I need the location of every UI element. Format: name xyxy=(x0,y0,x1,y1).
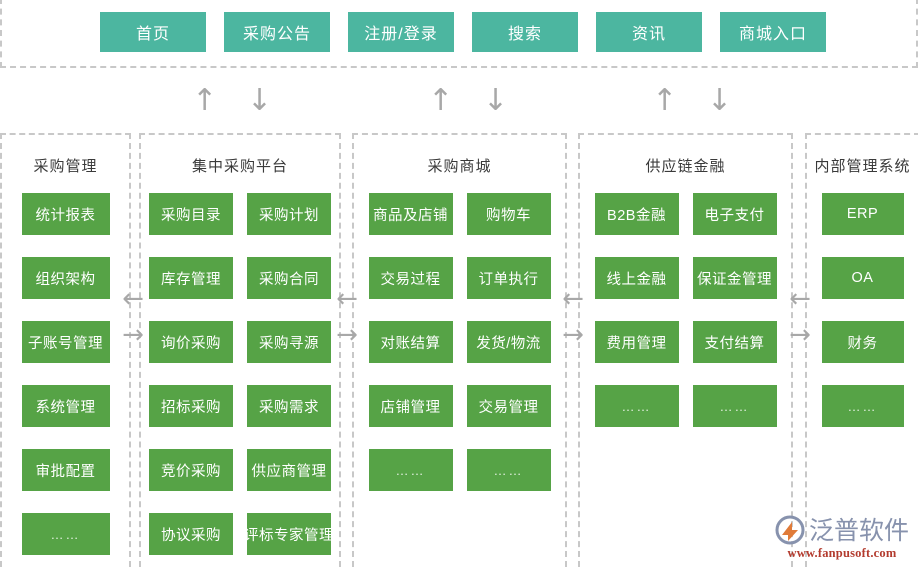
tile-org-structure[interactable]: 组织架构 xyxy=(21,257,110,299)
column-tile-grid: 统计报表 组织架构 子账号管理 系统管理 审批配置 …… xyxy=(2,193,129,555)
vertical-arrow-group-2: ↑ ↓ xyxy=(428,80,508,122)
tile-transaction-management[interactable]: 交易管理 xyxy=(466,385,551,427)
tile-bidding-purchase[interactable]: 招标采购 xyxy=(149,385,233,427)
tile-electronic-payment[interactable]: 电子支付 xyxy=(692,193,777,235)
tile-subcolumn: 购物车 订单执行 发货/物流 交易管理 …… xyxy=(466,193,551,491)
fanpu-logo-icon xyxy=(775,515,805,545)
tile-erp[interactable]: ERP xyxy=(821,193,904,235)
tile-expense-management[interactable]: 费用管理 xyxy=(594,321,679,363)
column-tile-grid: 采购目录 库存管理 询价采购 招标采购 竞价采购 协议采购 采购计划 采购合同 … xyxy=(141,193,339,555)
tile-subcolumn: 商品及店铺 交易过程 对账结算 店铺管理 …… xyxy=(368,193,453,491)
tile-approval-config[interactable]: 审批配置 xyxy=(21,449,110,491)
arrow-down-icon: ↓ xyxy=(482,83,508,118)
arrow-up-icon: ↑ xyxy=(192,83,218,118)
column-tile-grid: ERP OA 财务 …… xyxy=(807,193,918,427)
tile-agreement-purchase[interactable]: 协议采购 xyxy=(149,513,233,555)
portal-button-register-login[interactable]: 注册/登录 xyxy=(348,12,454,52)
tile-deposit-management[interactable]: 保证金管理 xyxy=(692,257,777,299)
arrow-right-icon: → xyxy=(562,320,584,350)
tile-products-and-shops[interactable]: 商品及店铺 xyxy=(368,193,453,235)
tile-payment-settlement[interactable]: 支付结算 xyxy=(692,321,777,363)
arrow-down-icon: ↓ xyxy=(246,83,272,118)
column-title: 集中采购平台 xyxy=(191,158,288,175)
tile-b2b-finance[interactable]: B2B金融 xyxy=(594,193,679,235)
portal-button-home[interactable]: 首页 xyxy=(100,12,206,52)
horizontal-arrow-group-2: ← → xyxy=(330,286,364,348)
column-title: 供应链金融 xyxy=(645,158,726,175)
portal-button-mall-entry[interactable]: 商城入口 xyxy=(720,12,826,52)
tile-subcolumn: 采购计划 采购合同 采购寻源 采购需求 供应商管理 评标专家管理 xyxy=(244,193,334,555)
portal-button-purchase-notice[interactable]: 采购公告 xyxy=(224,12,330,52)
tile-subcolumn: 采购目录 库存管理 询价采购 招标采购 竞价采购 协议采购 xyxy=(149,193,233,555)
tile-auction-purchase[interactable]: 竞价采购 xyxy=(149,449,233,491)
tile-subaccount-management[interactable]: 子账号管理 xyxy=(21,321,110,363)
arrow-up-icon: ↑ xyxy=(428,83,454,118)
tile-more[interactable]: …… xyxy=(21,513,110,555)
tile-oa[interactable]: OA xyxy=(821,257,904,299)
tile-inquiry-purchase[interactable]: 询价采购 xyxy=(149,321,233,363)
arrow-left-icon: ← xyxy=(122,284,144,314)
column-internal-management-system: 内部管理系统 ERP OA 财务 …… xyxy=(805,133,918,567)
column-supply-chain-finance: 供应链金融 B2B金融 线上金融 费用管理 …… 电子支付 保证金管理 支付结算… xyxy=(578,133,793,567)
column-purchase-mall: 采购商城 商品及店铺 交易过程 对账结算 店铺管理 …… 购物车 订单执行 发货… xyxy=(352,133,567,567)
tile-more[interactable]: …… xyxy=(368,449,453,491)
arrow-right-icon: → xyxy=(336,320,358,350)
tile-more[interactable]: …… xyxy=(594,385,679,427)
tile-statistics-report[interactable]: 统计报表 xyxy=(21,193,110,235)
horizontal-arrow-group-1: ← → xyxy=(116,286,150,348)
arrow-right-icon: → xyxy=(122,320,144,350)
arrow-left-icon: ← xyxy=(562,284,584,314)
watermark-brand-text: 泛普软件 xyxy=(808,515,909,545)
column-procurement-management: 采购管理 统计报表 组织架构 子账号管理 系统管理 审批配置 …… xyxy=(0,133,131,567)
arrow-left-icon: ← xyxy=(336,284,358,314)
vertical-arrow-group-1: ↑ ↓ xyxy=(192,80,272,122)
tile-purchase-sourcing[interactable]: 采购寻源 xyxy=(247,321,331,363)
tile-reconciliation-settlement[interactable]: 对账结算 xyxy=(368,321,453,363)
portal-entry-bar: 首页 采购公告 注册/登录 搜索 资讯 商城入口 xyxy=(0,0,918,68)
arrow-down-icon: ↓ xyxy=(706,83,732,118)
tile-subcolumn: 统计报表 组织架构 子账号管理 系统管理 审批配置 …… xyxy=(21,193,110,555)
column-centralized-purchasing-platform: 集中采购平台 采购目录 库存管理 询价采购 招标采购 竞价采购 协议采购 采购计… xyxy=(139,133,341,567)
tile-shopping-cart[interactable]: 购物车 xyxy=(466,193,551,235)
tile-shop-management[interactable]: 店铺管理 xyxy=(368,385,453,427)
arrow-right-icon: → xyxy=(789,320,811,350)
tile-finance[interactable]: 财务 xyxy=(821,321,904,363)
tile-bid-expert-management[interactable]: 评标专家管理 xyxy=(244,513,334,555)
tile-system-management[interactable]: 系统管理 xyxy=(21,385,110,427)
tile-subcolumn: ERP OA 财务 …… xyxy=(821,193,904,427)
tile-purchase-contract[interactable]: 采购合同 xyxy=(247,257,331,299)
tile-more[interactable]: …… xyxy=(821,385,904,427)
watermark-url: www.fanpusoft.com xyxy=(787,546,897,560)
tile-online-finance[interactable]: 线上金融 xyxy=(594,257,679,299)
vertical-arrow-group-3: ↑ ↓ xyxy=(652,80,732,122)
tile-shipping-logistics[interactable]: 发货/物流 xyxy=(466,321,551,363)
column-tile-grid: B2B金融 线上金融 费用管理 …… 电子支付 保证金管理 支付结算 …… xyxy=(580,193,791,427)
column-tile-grid: 商品及店铺 交易过程 对账结算 店铺管理 …… 购物车 订单执行 发货/物流 交… xyxy=(354,193,565,491)
tile-purchase-plan[interactable]: 采购计划 xyxy=(247,193,331,235)
tile-transaction-process[interactable]: 交易过程 xyxy=(368,257,453,299)
tile-supplier-management[interactable]: 供应商管理 xyxy=(247,449,331,491)
module-columns: 采购管理 统计报表 组织架构 子账号管理 系统管理 审批配置 …… 集中采购平台… xyxy=(0,133,918,567)
portal-button-news[interactable]: 资讯 xyxy=(596,12,702,52)
horizontal-arrow-group-3: ← → xyxy=(556,286,590,348)
tile-subcolumn: 电子支付 保证金管理 支付结算 …… xyxy=(692,193,777,427)
column-title: 内部管理系统 xyxy=(814,158,911,175)
arrow-up-icon: ↑ xyxy=(652,83,678,118)
tile-subcolumn: B2B金融 线上金融 费用管理 …… xyxy=(594,193,679,427)
column-title: 采购管理 xyxy=(33,158,98,175)
tile-inventory-management[interactable]: 库存管理 xyxy=(149,257,233,299)
tile-more[interactable]: …… xyxy=(466,449,551,491)
watermark: 泛普软件 www.fanpusoft.com xyxy=(772,503,912,561)
portal-button-search[interactable]: 搜索 xyxy=(472,12,578,52)
arrow-left-icon: ← xyxy=(789,284,811,314)
watermark-brand-row: 泛普软件 xyxy=(775,515,909,545)
tile-purchase-demand[interactable]: 采购需求 xyxy=(247,385,331,427)
tile-order-execution[interactable]: 订单执行 xyxy=(466,257,551,299)
tile-more[interactable]: …… xyxy=(692,385,777,427)
tile-purchase-catalog[interactable]: 采购目录 xyxy=(149,193,233,235)
column-title: 采购商城 xyxy=(427,158,492,175)
horizontal-arrow-group-4: ← → xyxy=(783,286,817,348)
